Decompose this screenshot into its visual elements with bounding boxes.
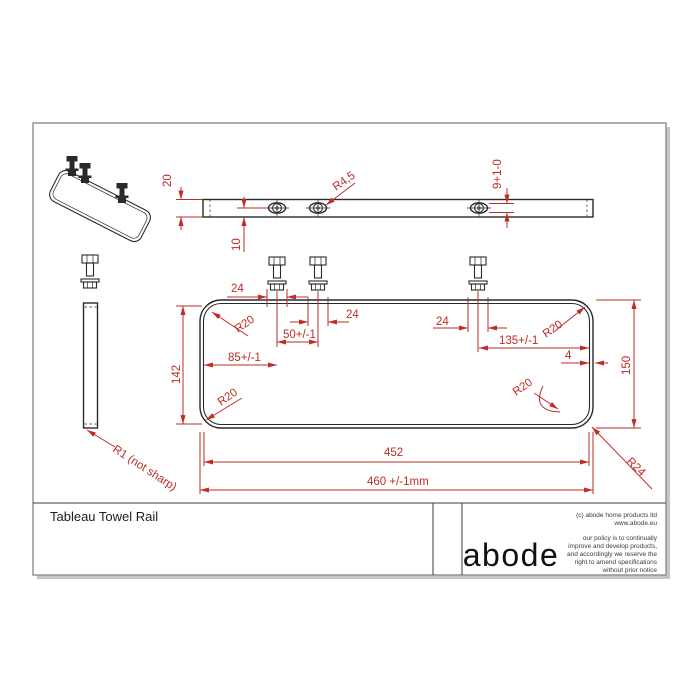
policy-line-5: without prior notice [601,567,657,574]
policy-line-2: improve and develop products, [568,543,657,550]
dim-slot1-width-label: 24 [231,283,244,295]
policy-line-4: right to amend specifications [575,559,658,566]
iso-plate-inner-line [52,173,148,239]
dim-inner-width-label: 452 [384,447,403,459]
side-view-bar [202,198,594,218]
dim-edge-inset-label: 4 [565,350,572,362]
sheet-border [32,122,667,576]
copyright-line-1: (c) abode home products ltd [576,512,657,519]
copyright-line-2: www.abode.eu [613,520,657,527]
dim-hole-offset-label: 10 [231,238,243,251]
iso-plate-outline [49,169,151,243]
dim-thickness-label: 20 [162,174,174,187]
drawing-title: Tableau Towel Rail [50,509,158,524]
side-view-dimensions: 20 10 R4,5 9+1-0 [162,159,514,252]
dim-pair-spacing-label: 50+/-1 [283,329,316,341]
dim-slot2-width-label: 24 [346,309,359,321]
isometric-view [49,156,151,243]
dim-inner-height-label: 142 [171,365,183,384]
dim-last-slot-offset-label: 135+/-1 [499,335,538,347]
policy-line-1: our policy is to continually [583,535,658,542]
dim-first-slot-offset-label: 85+/-1 [228,352,261,364]
end-view-bar [82,302,99,429]
brand-logo: abode [463,537,559,573]
end-view [82,302,99,429]
dim-outer-width-label: 460 +/-1mm [367,476,429,488]
dim-outer-height-label: 150 [621,356,633,375]
side-view [202,198,594,218]
front-view-outer-outline [199,299,594,429]
front-view-inner-outline [202,302,591,426]
dim-slot-height-label: 9+1-0 [492,159,504,189]
dim-slot3-width-label: 24 [436,316,449,328]
title-block: Tableau Towel Rail abode (c) abode home … [33,502,666,575]
policy-line-3: and accordingly we reserve the [567,551,657,558]
